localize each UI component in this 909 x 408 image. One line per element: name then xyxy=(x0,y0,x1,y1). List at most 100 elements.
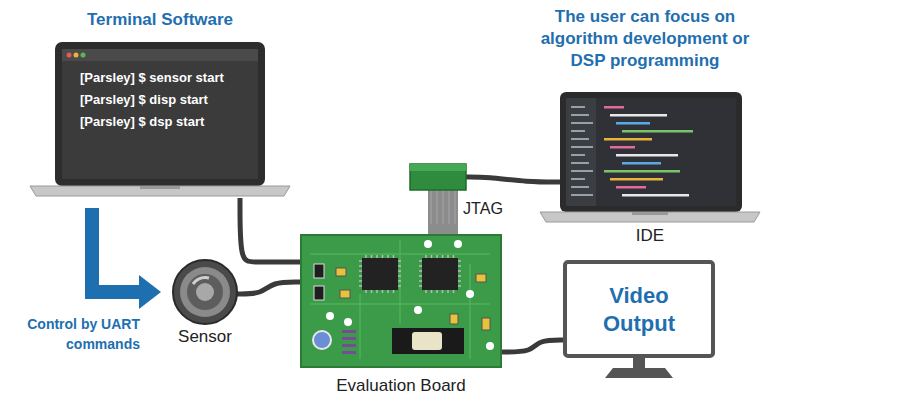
component xyxy=(314,286,324,300)
solder-pad xyxy=(486,342,494,350)
code-line xyxy=(622,162,661,165)
evaluation-board: Evaluation Board xyxy=(300,234,502,398)
code-line xyxy=(622,130,693,133)
pcb-trace xyxy=(469,264,471,359)
arrowhead xyxy=(139,275,161,309)
file-entry xyxy=(571,170,593,172)
ribbon-wire xyxy=(455,190,456,224)
pcb-trace xyxy=(359,294,361,359)
pcb xyxy=(301,235,501,367)
code-line xyxy=(616,186,646,189)
monitor-foot xyxy=(605,368,673,378)
sensor-cable xyxy=(237,282,300,294)
connector-top xyxy=(410,164,466,171)
file-entry xyxy=(571,154,585,156)
video-cable xyxy=(502,340,565,352)
jtag-connector xyxy=(410,164,466,190)
laptop-notch xyxy=(632,212,668,215)
ribbon-wire xyxy=(449,190,450,224)
control-arrow-line xyxy=(92,208,141,292)
ribbon-wire xyxy=(431,190,432,224)
pcb-trace xyxy=(399,240,401,324)
terminal-screen xyxy=(62,49,258,179)
solder-pad xyxy=(424,240,432,248)
sensor-lens xyxy=(187,274,223,310)
solder-pad xyxy=(466,290,474,298)
file-entry xyxy=(571,106,585,108)
ribbon-cable xyxy=(428,190,458,224)
solder-pad xyxy=(454,240,462,248)
capacitor xyxy=(313,331,331,349)
device-label: IDE xyxy=(540,226,760,246)
heading-underline xyxy=(510,71,780,73)
component xyxy=(450,314,458,324)
device-heading: Terminal Software xyxy=(30,10,290,30)
ribbon-wire xyxy=(443,190,444,224)
laptop-base xyxy=(540,212,760,222)
sensor-cable-line xyxy=(237,282,300,294)
video-monitor: Video Output xyxy=(563,260,715,384)
file-entry xyxy=(571,122,593,124)
solder-pad xyxy=(414,306,422,314)
window-bar xyxy=(62,49,258,61)
edge-label: Control by UART commands xyxy=(10,314,140,354)
jtag-adapter: JTAG xyxy=(405,160,505,224)
device-label: Sensor xyxy=(165,327,245,347)
laptop-notch xyxy=(140,186,180,189)
component xyxy=(476,274,486,282)
resistor xyxy=(342,351,356,354)
ic-chip xyxy=(362,258,398,290)
window-dot xyxy=(81,53,86,58)
file-entry xyxy=(571,114,589,116)
pcb-trace xyxy=(310,253,490,255)
window-dot xyxy=(74,53,79,58)
code-line xyxy=(610,114,667,117)
resistor xyxy=(342,330,356,333)
component xyxy=(314,264,324,278)
terminal-command: [Parsley] $ disp start xyxy=(80,92,208,108)
file-entry xyxy=(571,162,589,164)
monitor-screen xyxy=(565,262,713,356)
dip-chip xyxy=(392,328,464,354)
region-heading: The user can focus on algorithm developm… xyxy=(531,6,759,72)
code-line xyxy=(610,178,663,181)
terminal-laptop: Terminal Software [Parsley] $ sensor star… xyxy=(30,8,290,198)
laptop-bezel xyxy=(560,92,742,212)
code-line xyxy=(622,194,689,197)
code-line xyxy=(616,154,678,157)
window-dot xyxy=(67,53,72,58)
code-line xyxy=(610,146,635,149)
sensor-ring xyxy=(180,267,230,317)
terminal-command: [Parsley] $ sensor start xyxy=(80,70,224,86)
ide-screen xyxy=(566,98,736,206)
uart-cable-line xyxy=(240,198,300,262)
file-entry xyxy=(571,186,589,188)
component xyxy=(340,290,350,298)
ribbon-cable xyxy=(443,224,444,234)
sensor-lens-center xyxy=(196,283,214,301)
code-line xyxy=(616,122,650,125)
video-cable-line xyxy=(502,340,565,352)
file-entry xyxy=(571,178,585,180)
laptop-base xyxy=(30,186,290,196)
control-arrow xyxy=(92,208,161,309)
sensor-body xyxy=(173,260,237,324)
file-entry xyxy=(571,146,593,148)
uart-cable xyxy=(240,198,300,262)
file-entry xyxy=(571,138,589,140)
code-line xyxy=(604,170,680,173)
file-entry xyxy=(571,194,593,196)
component xyxy=(336,268,346,276)
solder-pad xyxy=(326,312,334,320)
code-line xyxy=(604,138,652,141)
ic-chip xyxy=(422,258,458,290)
resistor xyxy=(342,344,356,347)
lens-highlight xyxy=(193,278,209,284)
file-entry xyxy=(571,130,585,132)
device-label: Video Output xyxy=(577,282,701,338)
evaluation-board-drawing xyxy=(300,234,502,398)
usb-cable-line xyxy=(466,177,560,182)
resistor xyxy=(342,337,356,340)
ide-sidebar xyxy=(566,98,596,206)
